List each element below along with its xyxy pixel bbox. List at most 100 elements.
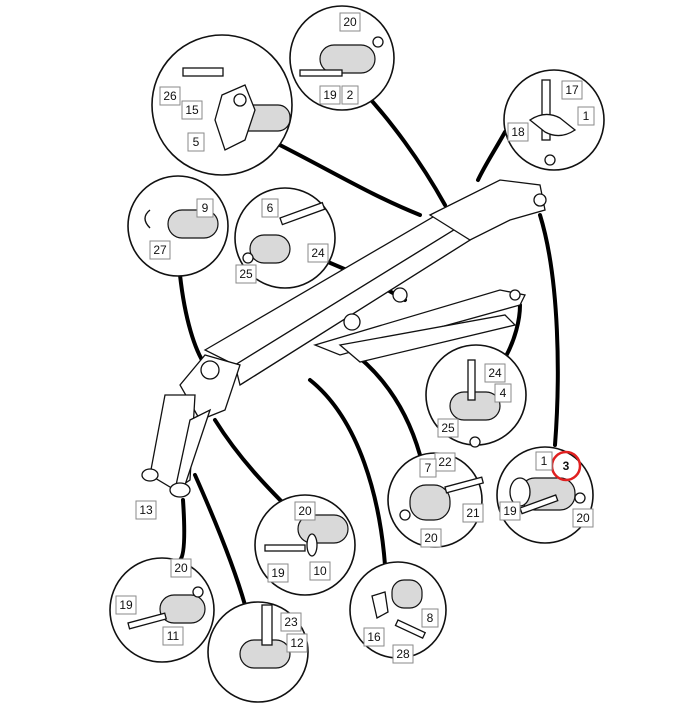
callout-10: 10 (309, 561, 331, 581)
callout-26: 26 (159, 86, 181, 106)
callout-9: 9 (196, 198, 214, 218)
callout-box (437, 418, 459, 438)
callout-number: 6 (267, 201, 274, 215)
callout-number: 17 (565, 83, 579, 97)
callout-box (577, 106, 595, 126)
callout-1: 1 (577, 106, 595, 126)
callout-number: 21 (466, 506, 480, 520)
detail-circle-pivot-highlighted (496, 446, 594, 544)
callout-box (507, 122, 529, 142)
callout-number: 8 (427, 611, 434, 625)
callout-19: 19 (115, 595, 137, 615)
callout-number: 2 (347, 88, 354, 102)
callout-15: 15 (181, 100, 203, 120)
detail-circle-pin-nut-top (289, 5, 395, 111)
callout-box (341, 85, 359, 105)
callout-box (149, 240, 171, 260)
callout-box (484, 363, 506, 383)
callout-25: 25 (437, 418, 459, 438)
callout-7: 7 (419, 458, 437, 478)
callout-20: 20 (170, 558, 192, 578)
callout-box (421, 608, 439, 628)
callout-box (181, 100, 203, 120)
callout-17: 17 (561, 80, 583, 100)
callout-number: 3 (563, 459, 570, 473)
callout-number: 20 (174, 561, 188, 575)
callout-box (363, 627, 385, 647)
callout-27: 27 (149, 240, 171, 260)
callout-number: 24 (488, 366, 502, 380)
callout-box (319, 85, 341, 105)
callout-box (294, 501, 316, 521)
callout-number: 25 (239, 267, 253, 281)
callout-number: 26 (163, 89, 177, 103)
callout-box (162, 626, 184, 646)
callout-number: 1 (541, 454, 548, 468)
callout-25: 25 (235, 264, 257, 284)
callout-box (309, 561, 331, 581)
callout-number: 19 (271, 566, 285, 580)
callout-box (572, 508, 594, 528)
callout-number: 1 (583, 109, 590, 123)
detail-circle-pin-large (387, 452, 485, 548)
callout-number: 20 (343, 15, 357, 29)
callout-box (280, 612, 302, 632)
callout-number: 7 (425, 461, 432, 475)
callout-20: 20 (572, 508, 594, 528)
callout-19: 19 (267, 563, 289, 583)
callout-box (339, 12, 361, 32)
callout-box (561, 80, 583, 100)
callout-number: 19 (119, 598, 133, 612)
detail-circle-pin-plate (151, 34, 293, 176)
callout-number: 4 (500, 386, 507, 400)
callout-2: 2 (341, 85, 359, 105)
callout-number: 24 (311, 246, 325, 260)
callout-box (115, 595, 137, 615)
callout-number: 20 (424, 531, 438, 545)
callout-number: 19 (323, 88, 337, 102)
callout-number: 16 (367, 630, 381, 644)
callout-number: 10 (313, 564, 327, 578)
callout-1: 1 (535, 451, 553, 471)
callout-20: 20 (420, 528, 442, 548)
detail-circle-pin-bolt (234, 187, 336, 289)
callout-13: 13 (135, 500, 157, 520)
callout-number: 22 (438, 455, 452, 469)
callout-box (135, 500, 157, 520)
callout-21: 21 (462, 503, 484, 523)
callout-number: 28 (396, 647, 410, 661)
callout-box (267, 563, 289, 583)
callout-24: 24 (484, 363, 506, 383)
callout-19: 19 (319, 85, 341, 105)
callout-22: 22 (434, 452, 456, 472)
callout-box (392, 644, 414, 664)
callout-5: 5 (187, 132, 205, 152)
callout-8: 8 (421, 608, 439, 628)
callout-box (235, 264, 257, 284)
callout-box (187, 132, 205, 152)
callout-number: 23 (284, 615, 298, 629)
callout-number: 20 (298, 504, 312, 518)
loader-frame (141, 179, 547, 498)
callout-20: 20 (339, 12, 361, 32)
callout-number: 12 (290, 636, 304, 650)
detail-circle-pin-clip (127, 175, 229, 277)
callout-box (535, 451, 553, 471)
callout-number: 27 (153, 243, 167, 257)
callout-19: 19 (499, 501, 521, 521)
callout-box (462, 503, 484, 523)
callout-number: 13 (139, 503, 153, 517)
callout-number: 18 (511, 125, 525, 139)
callout-number: 25 (441, 421, 455, 435)
callout-16: 16 (363, 627, 385, 647)
callout-box (419, 458, 437, 478)
callout-12: 12 (286, 633, 308, 653)
callout-number: 11 (167, 629, 180, 643)
callout-box (420, 528, 442, 548)
callout-11: 11 (162, 626, 184, 646)
callout-box (170, 558, 192, 578)
detail-circle-pin-left (109, 557, 215, 663)
